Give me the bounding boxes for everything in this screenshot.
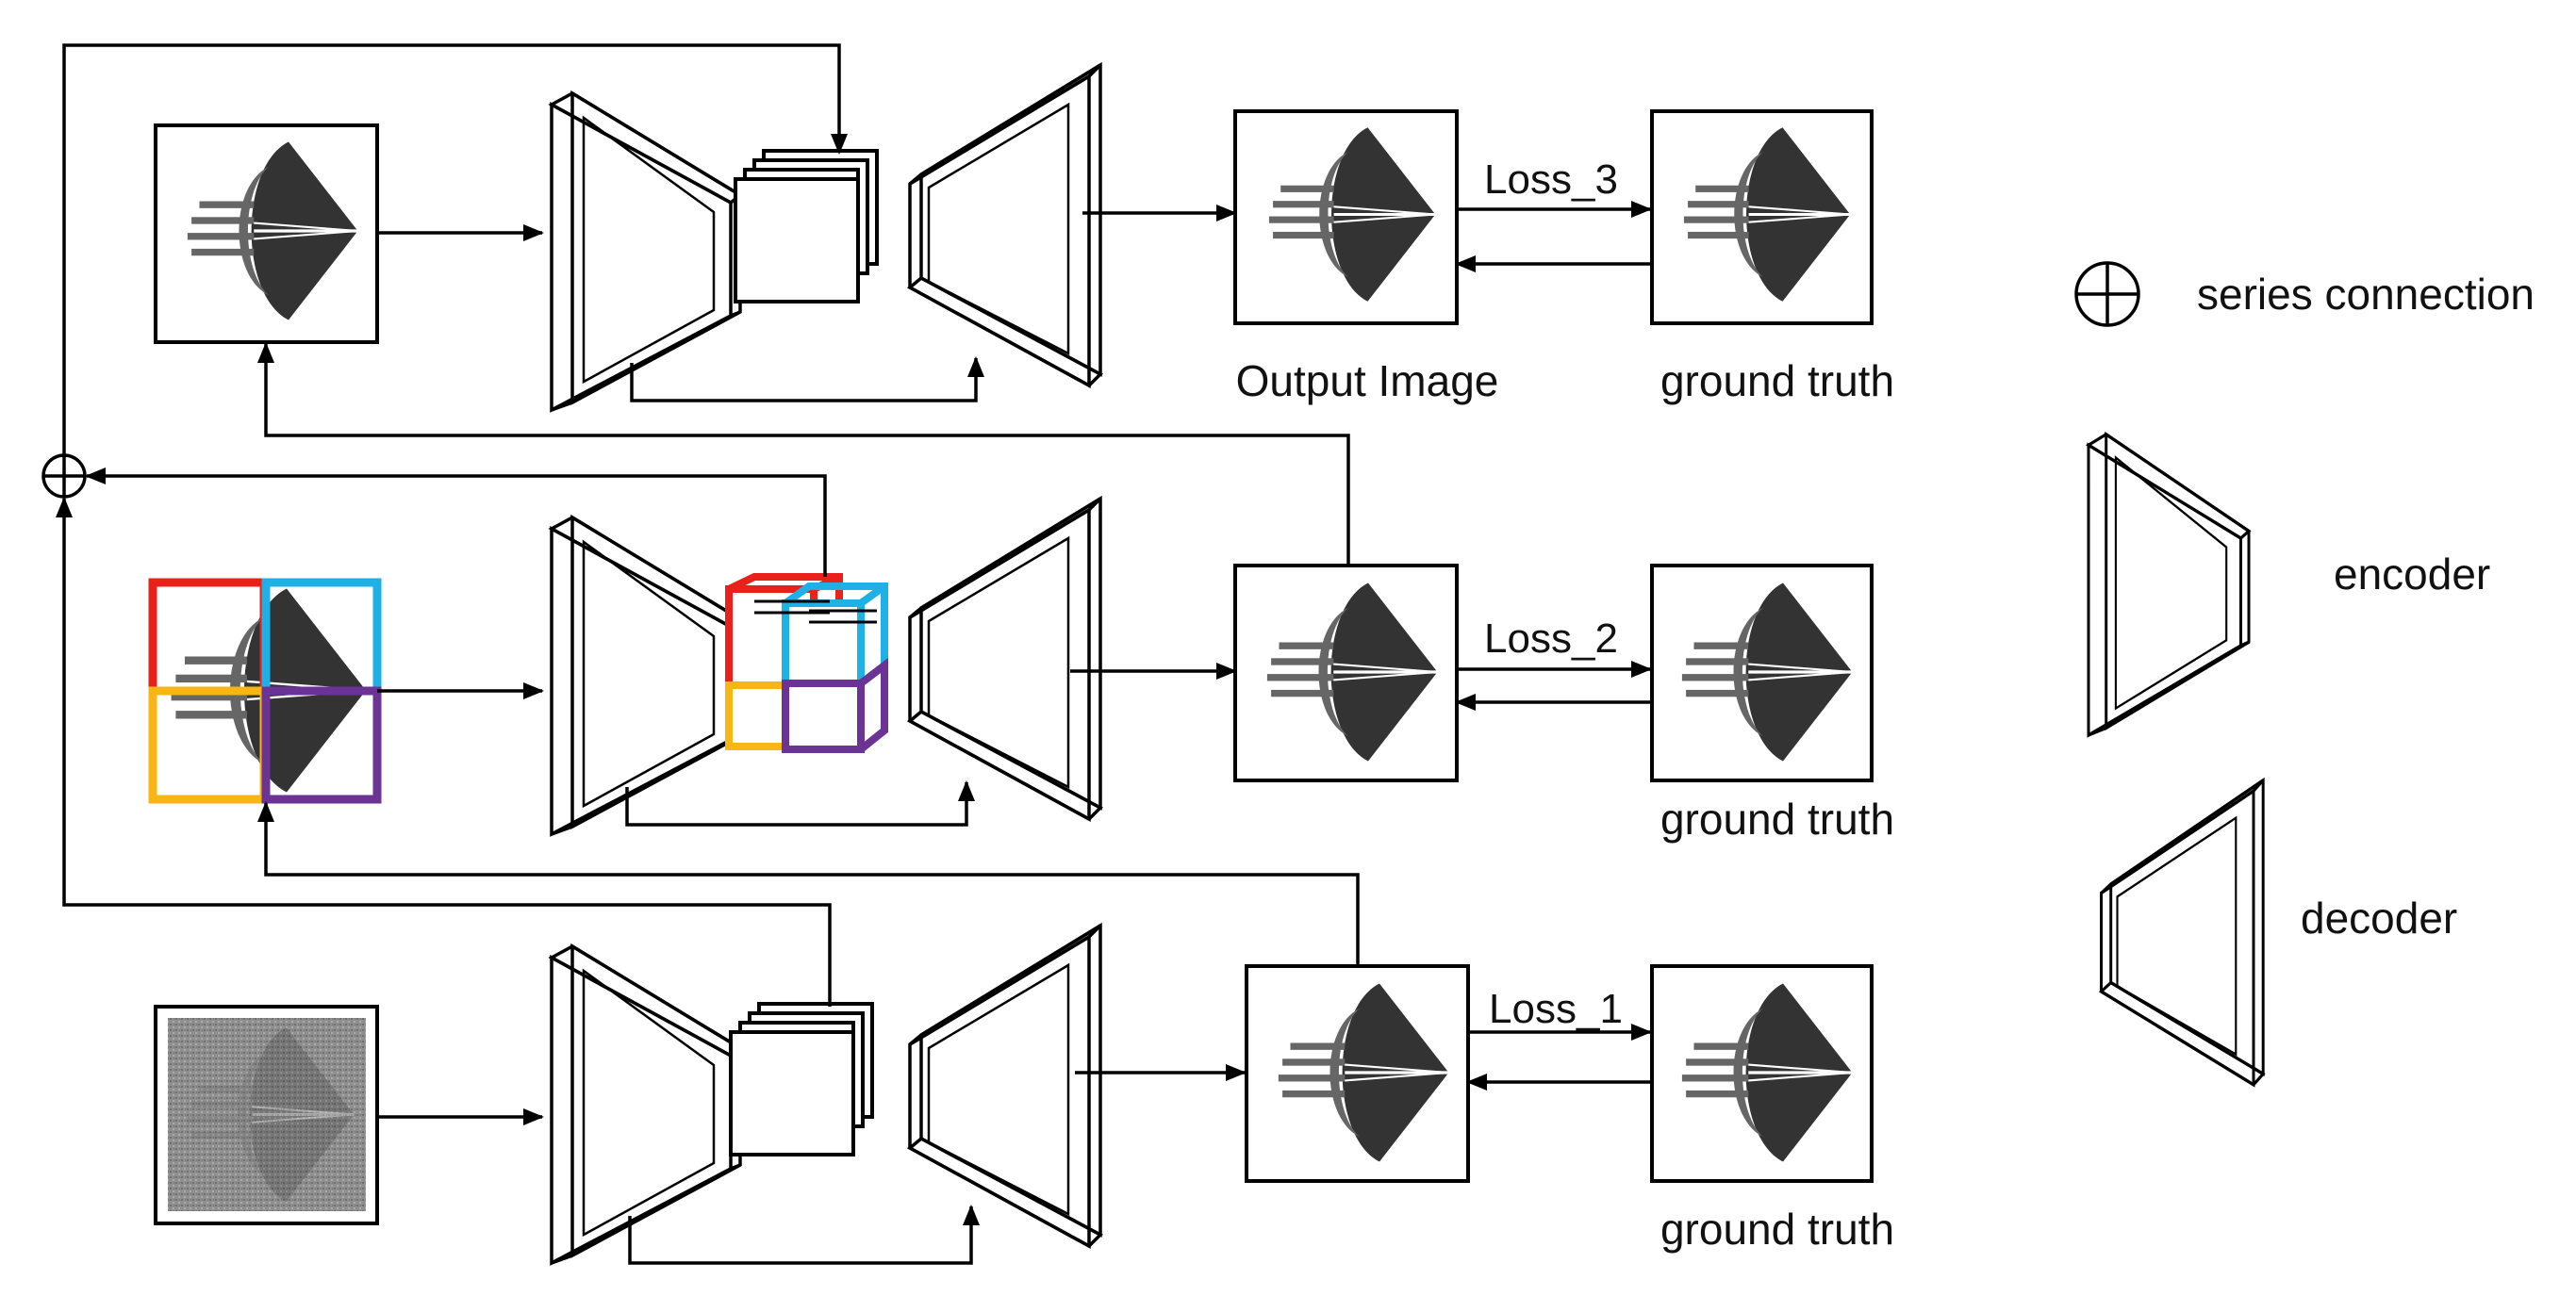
loss-2-label: Loss_2 <box>1484 615 1618 662</box>
legend-decoder: decoder <box>2301 894 2457 943</box>
bottleneck-cube-bottom <box>729 1002 874 1157</box>
row-top: Loss_3 Output Image ground truth <box>154 63 1894 412</box>
ground-truth-label-middle: ground truth <box>1660 795 1894 844</box>
row-middle: Loss_2 ground truth <box>148 497 1894 844</box>
legend: series connection encoder decoder <box>2074 261 2535 1087</box>
patch-bottom-right <box>261 686 382 804</box>
encoder-block-bottom <box>550 944 742 1265</box>
decoder-block-bottom <box>908 924 1102 1248</box>
connection-lines <box>41 43 1360 1007</box>
loss-1-label: Loss_1 <box>1489 986 1623 1032</box>
patch-cubes <box>725 573 888 753</box>
ground-truth-label-bottom: ground truth <box>1660 1205 1894 1254</box>
legend-encoder: encoder <box>2334 550 2490 599</box>
ground-truth-label-top: ground truth <box>1660 356 1894 405</box>
decoder-block-middle <box>908 497 1102 821</box>
output-image-label: Output Image <box>1236 356 1499 405</box>
encoder-block-middle <box>550 516 742 836</box>
loss-3-label: Loss_3 <box>1484 156 1618 203</box>
bottleneck-cube-top <box>734 149 879 303</box>
row-bottom: Loss_1 ground truth <box>154 924 1894 1265</box>
decoder-block-top <box>908 63 1102 387</box>
encoder-block-top <box>550 91 742 412</box>
legend-series-connection: series connection <box>2197 270 2535 319</box>
legend-encoder-shape <box>2087 433 2251 737</box>
legend-decoder-shape <box>2099 779 2265 1087</box>
